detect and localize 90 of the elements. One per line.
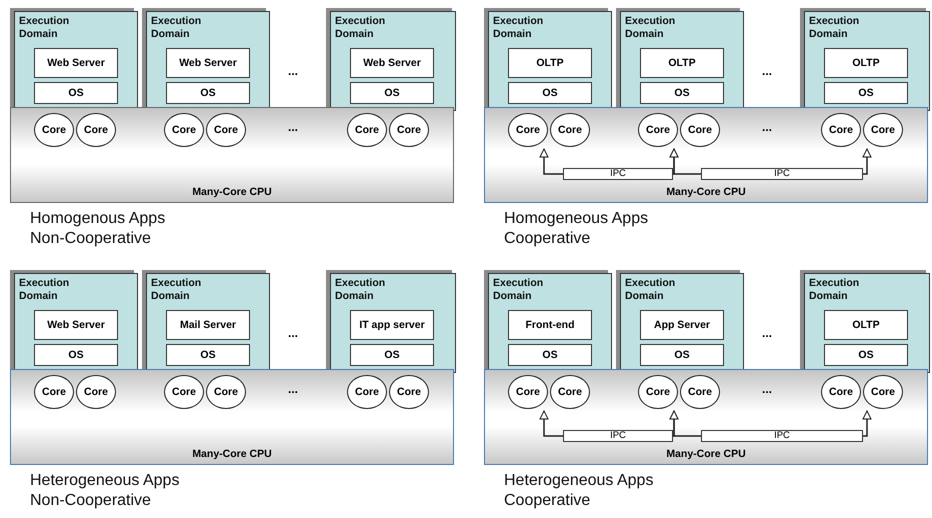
app-box: OLTP bbox=[508, 48, 592, 78]
core-circle: Core bbox=[821, 375, 861, 409]
cpu-label: Many-Core CPU bbox=[191, 448, 273, 460]
ipc-channel: IPC bbox=[563, 430, 673, 442]
os-box: OS bbox=[34, 344, 118, 366]
arrow bbox=[670, 148, 701, 175]
core-circle: Core bbox=[680, 375, 720, 409]
os-box: OS bbox=[640, 344, 724, 366]
os-box: OS bbox=[640, 82, 724, 104]
os-box: OS bbox=[508, 344, 592, 366]
core-circle: Core bbox=[347, 375, 387, 409]
arrow bbox=[670, 410, 701, 437]
core-circle: Core bbox=[863, 375, 903, 409]
app-box: Front-end bbox=[508, 310, 592, 340]
domain-title: Execution Domain bbox=[809, 277, 860, 303]
app-box: IT app server bbox=[350, 310, 434, 340]
panel-caption: Heterogeneous Apps Non-Cooperative bbox=[30, 471, 180, 511]
ellipsis: ... bbox=[288, 64, 298, 78]
domain-title: Execution Domain bbox=[493, 15, 544, 41]
core-circle: Core bbox=[164, 375, 204, 409]
os-box: OS bbox=[350, 344, 434, 366]
core-circle: Core bbox=[508, 113, 548, 147]
core-circle: Core bbox=[34, 375, 74, 409]
app-box: OLTP bbox=[824, 310, 908, 340]
app-box: App Server bbox=[640, 310, 724, 340]
core-circle: Core bbox=[164, 113, 204, 147]
core-circle: Core bbox=[550, 375, 590, 409]
ipc-channel: IPC bbox=[701, 168, 863, 180]
ellipsis: ... bbox=[288, 382, 298, 396]
ipc-channel: IPC bbox=[563, 168, 673, 180]
os-box: OS bbox=[166, 344, 250, 366]
core-circle: Core bbox=[206, 113, 246, 147]
domain-title: Execution Domain bbox=[19, 277, 70, 303]
domain-title: Execution Domain bbox=[335, 277, 386, 303]
core-circle: Core bbox=[638, 113, 678, 147]
domain-title: Execution Domain bbox=[809, 15, 860, 41]
core-circle: Core bbox=[76, 375, 116, 409]
core-circle: Core bbox=[389, 375, 429, 409]
cpu-box bbox=[10, 369, 454, 465]
core-circle: Core bbox=[76, 113, 116, 147]
app-box: Web Server bbox=[350, 48, 434, 78]
core-circle: Core bbox=[821, 113, 861, 147]
app-box: Web Server bbox=[166, 48, 250, 78]
domain-title: Execution Domain bbox=[151, 277, 202, 303]
cpu-label: Many-Core CPU bbox=[665, 448, 747, 460]
cpu-label: Many-Core CPU bbox=[665, 186, 747, 198]
core-circle: Core bbox=[34, 113, 74, 147]
core-circle: Core bbox=[347, 113, 387, 147]
app-box: OLTP bbox=[640, 48, 724, 78]
cpu-box bbox=[10, 107, 454, 203]
core-circle: Core bbox=[863, 113, 903, 147]
ellipsis: ... bbox=[288, 326, 298, 340]
os-box: OS bbox=[824, 82, 908, 104]
arrow bbox=[540, 148, 563, 175]
arrow bbox=[540, 410, 563, 437]
ellipsis: ... bbox=[762, 120, 772, 134]
panel-caption: Homogeneous Apps Cooperative bbox=[504, 209, 650, 249]
domain-title: Execution Domain bbox=[625, 15, 676, 41]
core-circle: Core bbox=[550, 113, 590, 147]
core-circle: Core bbox=[508, 375, 548, 409]
ellipsis: ... bbox=[762, 64, 772, 78]
os-box: OS bbox=[824, 344, 908, 366]
core-circle: Core bbox=[389, 113, 429, 147]
domain-title: Execution Domain bbox=[19, 15, 70, 41]
cpu-box bbox=[484, 107, 928, 203]
os-box: OS bbox=[34, 82, 118, 104]
domain-title: Execution Domain bbox=[493, 277, 544, 303]
os-box: OS bbox=[350, 82, 434, 104]
core-circle: Core bbox=[638, 375, 678, 409]
ellipsis: ... bbox=[762, 382, 772, 396]
arrow bbox=[862, 148, 872, 175]
app-box: Mail Server bbox=[166, 310, 250, 340]
panel-caption: Heterogeneous Apps Cooperative bbox=[504, 471, 654, 511]
ellipsis: ... bbox=[762, 326, 772, 340]
os-box: OS bbox=[508, 82, 592, 104]
core-circle: Core bbox=[206, 375, 246, 409]
cpu-box bbox=[484, 369, 928, 465]
cpu-label: Many-Core CPU bbox=[191, 186, 273, 198]
ellipsis: ... bbox=[288, 120, 298, 134]
arrow bbox=[862, 410, 872, 437]
ipc-channel: IPC bbox=[701, 430, 863, 442]
domain-title: Execution Domain bbox=[625, 277, 676, 303]
panel-caption: Homogenous Apps Non-Cooperative bbox=[30, 209, 166, 249]
app-box: OLTP bbox=[824, 48, 908, 78]
core-circle: Core bbox=[680, 113, 720, 147]
domain-title: Execution Domain bbox=[151, 15, 202, 41]
domain-title: Execution Domain bbox=[335, 15, 386, 41]
os-box: OS bbox=[166, 82, 250, 104]
app-box: Web Server bbox=[34, 48, 118, 78]
app-box: Web Server bbox=[34, 310, 118, 340]
